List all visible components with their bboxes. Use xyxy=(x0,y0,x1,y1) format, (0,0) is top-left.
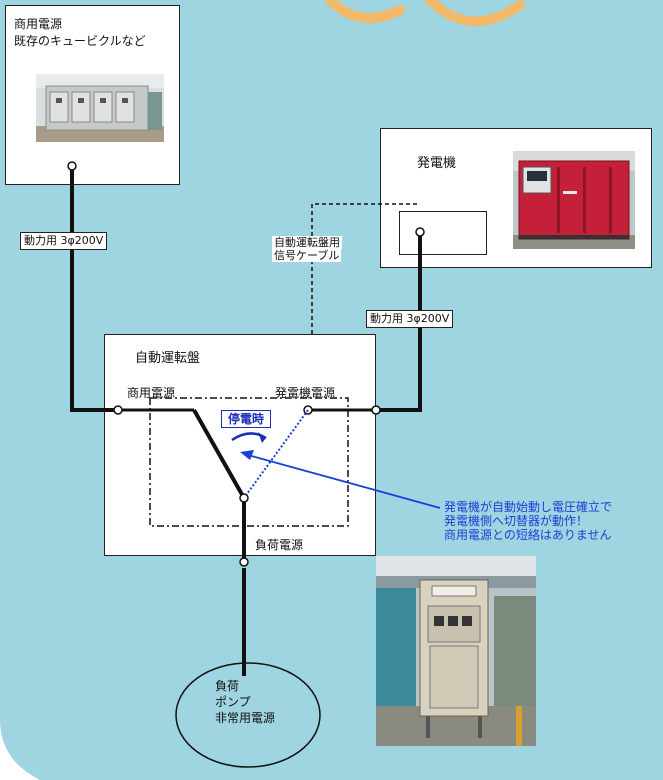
commercial-source-title: 商用電源 xyxy=(14,17,63,31)
signal-cable xyxy=(311,203,420,334)
note-line2: 発電機側へ切替器が動作！ xyxy=(444,514,589,528)
signal-label-line2: 信号ケーブル xyxy=(272,249,342,262)
load-terminal-label: 負荷電源 xyxy=(255,538,304,552)
note-pointer xyxy=(247,454,441,509)
generator-terminal-label: 発電機電源 xyxy=(275,386,336,400)
generator-title: 発電機 xyxy=(417,156,457,171)
commercial-source-subtitle: 既存のキュービクルなど xyxy=(14,34,146,48)
generator-terminal-box xyxy=(399,211,487,255)
generator-photo xyxy=(513,151,635,249)
transfer-switch-frame xyxy=(149,397,349,527)
right-power-label: 動力用 3φ200V xyxy=(366,310,454,328)
load-line2: ポンプ xyxy=(215,695,251,709)
switch-arm-commercial xyxy=(192,409,246,499)
load-ellipse xyxy=(175,662,321,768)
commercial-cable xyxy=(70,168,118,412)
generator-cable xyxy=(376,236,422,412)
commercial-source-box: 商用電源 既存のキュービクルなど xyxy=(5,5,180,185)
commercial-terminal-label: 商用電源 xyxy=(127,386,176,400)
auto-panel-title: 自動運転盤 xyxy=(135,351,201,366)
load-line3: 非常用電源 xyxy=(215,711,276,725)
note-line3: 商用電源との短絡はありません xyxy=(444,528,612,542)
left-power-label: 動力用 3φ200V xyxy=(20,232,108,250)
generator-source-terminal xyxy=(415,227,425,237)
commercial-source-terminal xyxy=(67,161,77,171)
generator-box: 発電機 xyxy=(380,128,652,268)
outage-label: 停電時 xyxy=(221,410,272,428)
signal-label-line1: 自動運転盤用 xyxy=(272,236,342,249)
load-line1: 負荷 xyxy=(215,679,240,693)
cubicle-photo xyxy=(36,74,164,142)
panel-photo xyxy=(376,556,536,746)
note-line1: 発電機が自動始動し電圧確立で xyxy=(444,500,613,514)
